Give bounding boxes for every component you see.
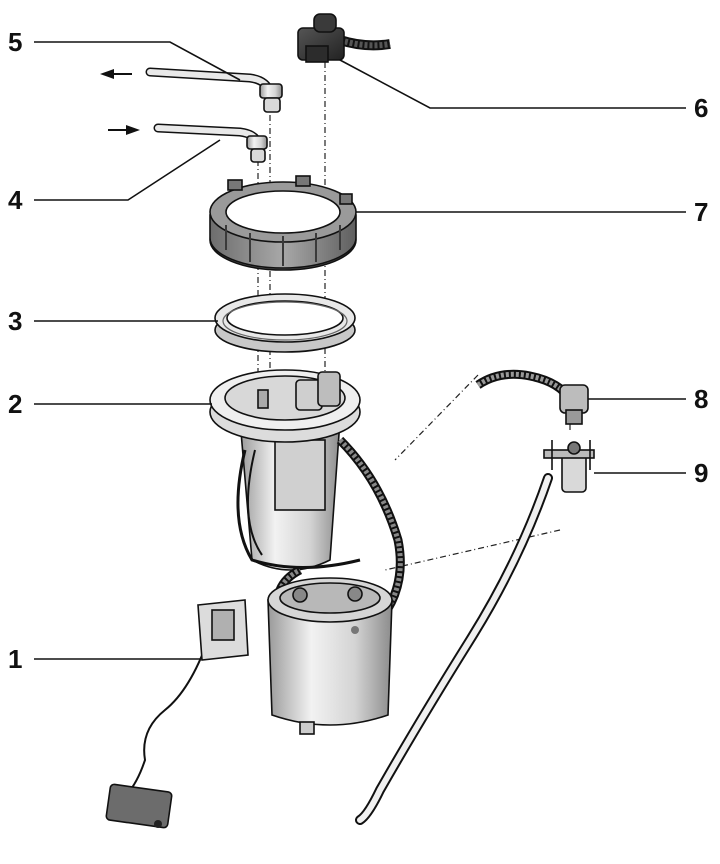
seal-ring bbox=[214, 293, 356, 353]
union-nut bbox=[209, 175, 357, 271]
sender-unit bbox=[105, 599, 249, 829]
callout-3: 3 bbox=[8, 306, 22, 336]
callout-5: 5 bbox=[8, 27, 22, 57]
arrow-left-icon bbox=[100, 69, 132, 79]
flange bbox=[209, 369, 361, 571]
leader-lines bbox=[34, 41, 686, 660]
callout-8: 8 bbox=[694, 384, 708, 414]
connector-small bbox=[475, 369, 589, 425]
filter-holder bbox=[355, 440, 595, 825]
fuel-pump-reservoir bbox=[267, 577, 393, 735]
callout-9: 9 bbox=[694, 458, 708, 488]
connector bbox=[297, 13, 391, 63]
callout-2: 2 bbox=[8, 389, 22, 419]
callout-labels: 5 4 3 2 1 6 7 8 9 bbox=[8, 27, 708, 674]
supply-line bbox=[153, 123, 268, 163]
callout-6: 6 bbox=[694, 93, 708, 123]
arrow-right-icon bbox=[108, 125, 140, 135]
return-line bbox=[145, 67, 283, 113]
callout-4: 4 bbox=[8, 185, 23, 215]
callout-1: 1 bbox=[8, 644, 22, 674]
callout-7: 7 bbox=[694, 197, 708, 227]
